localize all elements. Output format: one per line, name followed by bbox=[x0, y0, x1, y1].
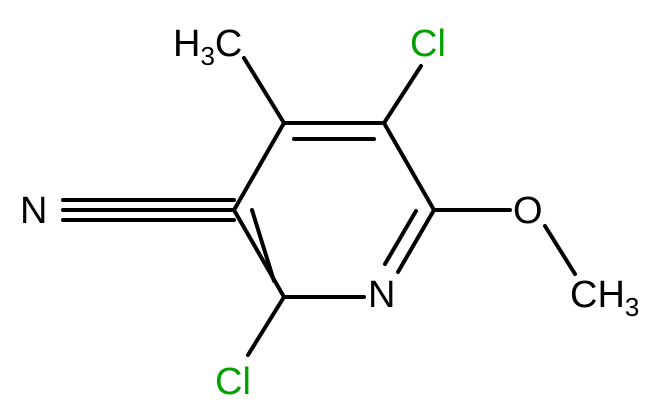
bond-c6-n1 bbox=[396, 208, 436, 274]
bond-c5-c6 bbox=[382, 121, 436, 212]
methoxy-oxygen-label: O bbox=[513, 190, 543, 232]
methoxy-methyl-label: CH3 bbox=[570, 274, 639, 322]
bond-c4-methyl bbox=[242, 56, 286, 125]
chlorine-top-label: Cl bbox=[410, 23, 446, 65]
chlorine-bottom-label: Cl bbox=[215, 361, 251, 403]
methyl-label: H3C bbox=[173, 23, 242, 71]
bond-o-ch3 bbox=[543, 224, 577, 276]
bond-c2-c3 bbox=[232, 208, 286, 299]
bond-c2-c3-inner bbox=[250, 208, 276, 283]
bond-c5-cl bbox=[382, 64, 423, 125]
nitrile-nitrogen-label: N bbox=[20, 190, 47, 232]
bond-c3-c4 bbox=[232, 121, 286, 212]
bond-c2-cl bbox=[246, 295, 286, 357]
bond-c6-n1-inner bbox=[383, 209, 418, 266]
ring-nitrogen-label: N bbox=[368, 274, 395, 316]
